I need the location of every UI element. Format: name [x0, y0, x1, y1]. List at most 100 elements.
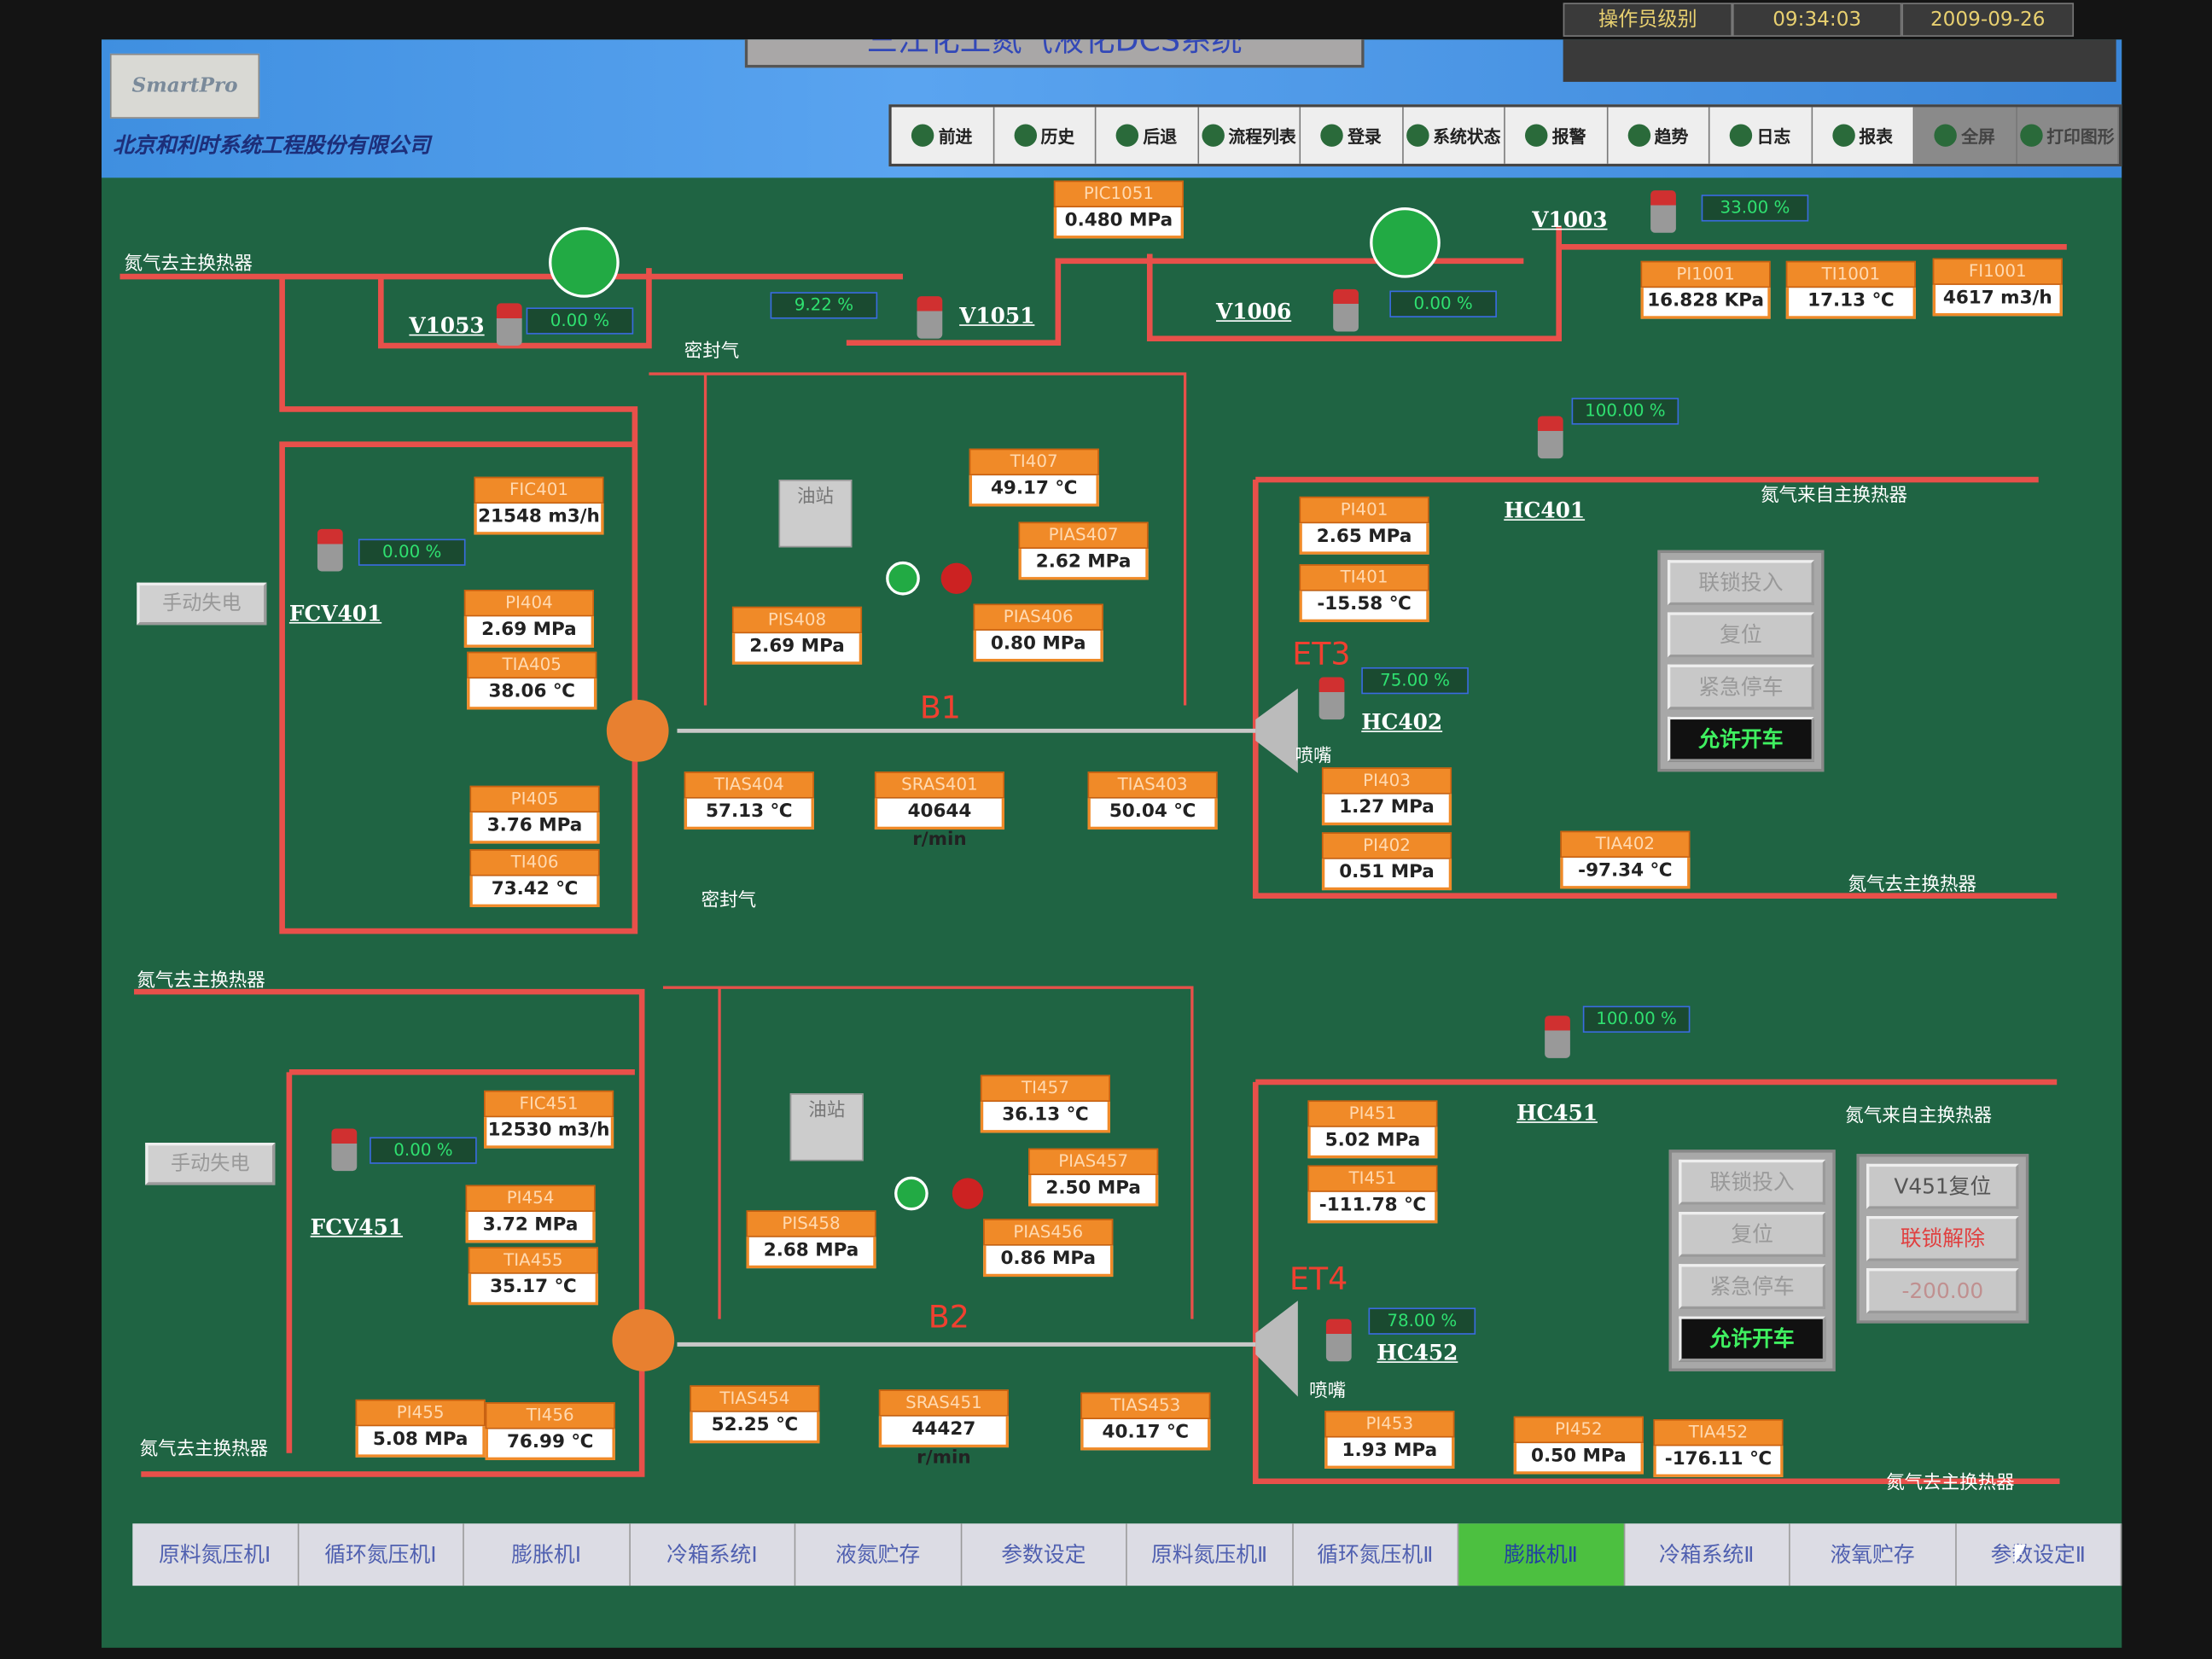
toolbar-button-6[interactable]: 报警	[1505, 107, 1608, 164]
instrument-tia452[interactable]: TIA452-176.11 ℃	[1653, 1419, 1784, 1477]
tab-8[interactable]: 膨胀机Ⅱ	[1458, 1523, 1625, 1586]
tab-0[interactable]: 原料氮压机Ⅰ	[132, 1523, 299, 1586]
toolbar-button-2[interactable]: 后退	[1096, 107, 1199, 164]
tab-3[interactable]: 冷箱系统Ⅰ	[630, 1523, 796, 1586]
control-valve-icon[interactable]	[1537, 416, 1563, 459]
v451-reset-button[interactable]: V451复位	[1866, 1163, 2019, 1209]
toolbar-button-11[interactable]: 打印图形	[2017, 107, 2119, 164]
tab-5[interactable]: 参数设定	[961, 1523, 1127, 1586]
valve-label[interactable]: FCV401	[288, 601, 382, 626]
toolbar-button-8[interactable]: 日志	[1709, 107, 1813, 164]
tab-10[interactable]: 液氧贮存	[1790, 1523, 1957, 1586]
tab-1[interactable]: 循环氮压机Ⅰ	[298, 1523, 464, 1586]
interlock-on-button[interactable]: 联锁投入	[1679, 1159, 1826, 1205]
tab-11[interactable]: 参数设定Ⅱ	[1956, 1523, 2122, 1586]
instrument-ti401[interactable]: TI401-15.58 ℃	[1299, 564, 1429, 623]
tab-7[interactable]: 循环氮压机Ⅱ	[1293, 1523, 1459, 1586]
control-valve-icon[interactable]	[331, 1128, 358, 1172]
tab-2[interactable]: 膨胀机Ⅰ	[463, 1523, 631, 1586]
control-valve-icon[interactable]	[496, 303, 522, 346]
instrument-value: 40644 r/min	[874, 798, 1005, 851]
interlock-on-button[interactable]: 联锁投入	[1667, 560, 1814, 606]
reset-button[interactable]: 复位	[1667, 612, 1814, 658]
setpoint-field[interactable]: -200.00	[1866, 1268, 2019, 1314]
toolbar-label: 系统状态	[1433, 125, 1501, 147]
control-valve-icon[interactable]	[317, 528, 343, 572]
instrument-ti451[interactable]: TI451-111.78 ℃	[1307, 1165, 1438, 1224]
valve-label[interactable]: V1003	[1532, 207, 1608, 233]
valve-label[interactable]: HC452	[1377, 1340, 1458, 1366]
toolbar-button-7[interactable]: 趋势	[1607, 107, 1710, 164]
emergency-stop-button[interactable]: 紧急停车	[1679, 1264, 1826, 1310]
toolbar-button-1[interactable]: 历史	[993, 107, 1097, 164]
valve-label[interactable]: FCV451	[310, 1214, 404, 1241]
valve-label[interactable]: V1006	[1215, 299, 1292, 325]
manual-power-loss-button[interactable]: 手动失电	[145, 1143, 276, 1185]
control-valve-icon[interactable]	[917, 296, 943, 339]
instrument-tag: TI406	[469, 849, 600, 876]
valve-label[interactable]: V1053	[409, 312, 485, 339]
tab-9[interactable]: 冷箱系统Ⅱ	[1624, 1523, 1790, 1586]
toolbar-button-0[interactable]: 前进	[891, 107, 994, 164]
instrument-value: 50.04 ℃	[1087, 798, 1218, 830]
manual-power-loss-button[interactable]: 手动失电	[137, 582, 267, 626]
tab-4[interactable]: 液氮贮存	[795, 1523, 962, 1586]
control-valve-icon[interactable]	[1545, 1016, 1570, 1058]
flow-list-icon	[1202, 124, 1225, 147]
control-valve-icon[interactable]	[1650, 190, 1676, 233]
valve-label[interactable]: HC402	[1361, 709, 1443, 736]
control-valve-icon[interactable]	[1325, 1318, 1352, 1362]
tab-6[interactable]: 原料氮压机Ⅱ	[1126, 1523, 1294, 1586]
valve-label[interactable]: V1051	[959, 303, 1035, 329]
valve-label[interactable]: HC451	[1516, 1100, 1598, 1126]
toolbar-button-9[interactable]: 报表	[1812, 107, 1915, 164]
toolbar-button-10[interactable]: 全屏	[1914, 107, 2017, 164]
control-valve-icon[interactable]	[1318, 677, 1345, 720]
instrument-tia402[interactable]: TIA402-97.34 ℃	[1560, 830, 1691, 889]
toolbar-button-4[interactable]: 登录	[1301, 107, 1404, 164]
control-valve-icon[interactable]	[1333, 288, 1359, 332]
interlock-release-button[interactable]: 联锁解除	[1866, 1215, 2019, 1261]
reset-button[interactable]: 复位	[1679, 1212, 1826, 1257]
toolbar-button-3[interactable]: 流程列表	[1198, 107, 1301, 164]
allow-start-button[interactable]: 允许开车	[1679, 1316, 1826, 1362]
toolbar-button-5[interactable]: 系统状态	[1403, 107, 1505, 164]
allow-start-button[interactable]: 允许开车	[1667, 716, 1814, 762]
valve-label[interactable]: HC401	[1504, 498, 1586, 524]
emergency-stop-button[interactable]: 紧急停车	[1667, 664, 1814, 710]
